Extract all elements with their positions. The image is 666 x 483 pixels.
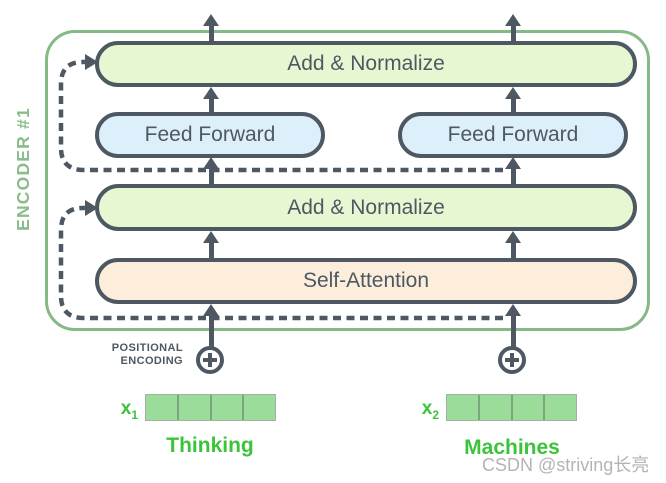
- vector-cell: [178, 395, 212, 420]
- vector-cell: [244, 395, 275, 420]
- arrow-input-to-sa-left: [202, 304, 220, 347]
- input-word-thinking: Thinking: [166, 434, 254, 457]
- arrow-input-to-sa-right: [504, 304, 522, 347]
- arrow-addnorm-to-ff-left: [202, 157, 220, 185]
- arrow-ff-to-addnorm-right: [504, 87, 522, 113]
- output-arrow-left: [202, 14, 220, 41]
- x2-label: x2: [421, 398, 439, 422]
- input-word-machines: Machines: [464, 436, 560, 459]
- add-normalize-top-label: Add & Normalize: [287, 52, 445, 75]
- circle-plus-icon-right: [498, 346, 526, 374]
- add-normalize-top-layer: Add & Normalize: [95, 41, 637, 87]
- arrow-addnorm-to-ff-right: [504, 157, 522, 185]
- vector-cell: [545, 395, 576, 420]
- x2-embedding-vector: [446, 394, 577, 421]
- vector-cell: [512, 395, 546, 420]
- self-attention-label: Self-Attention: [302, 269, 430, 292]
- output-arrow-right: [504, 14, 522, 41]
- circle-plus-icon-left: [196, 346, 224, 374]
- feed-forward-left-layer: Feed Forward: [95, 112, 325, 158]
- vector-cell: [211, 395, 245, 420]
- arrow-sa-to-addnorm-left: [202, 231, 220, 259]
- positional-encoding-line2: ENCODING: [120, 354, 183, 367]
- encoder-box: [45, 30, 650, 331]
- x1-embedding-vector: [145, 394, 276, 421]
- positional-encoding-label: POSITIONAL ENCODING: [93, 342, 183, 367]
- vector-cell: [479, 395, 513, 420]
- add-normalize-mid-label: Add & Normalize: [287, 195, 445, 219]
- self-attention-layer: Self-Attention: [95, 258, 637, 304]
- arrow-ff-to-addnorm-left: [202, 87, 220, 113]
- feed-forward-left-label: Feed Forward: [144, 123, 276, 146]
- x1-label: x1: [120, 398, 138, 422]
- watermark-text: CSDN @striving长亮: [482, 455, 650, 475]
- arrow-sa-to-addnorm-right: [504, 231, 522, 259]
- encoder-label: ENCODER #1: [13, 107, 33, 231]
- vector-cell: [447, 395, 480, 420]
- feed-forward-right-layer: Feed Forward: [398, 112, 628, 158]
- positional-encoding-line1: POSITIONAL: [111, 342, 183, 354]
- feed-forward-right-label: Feed Forward: [447, 123, 579, 146]
- vector-cell: [146, 395, 179, 420]
- add-normalize-mid-layer: Add & Normalize: [95, 184, 637, 231]
